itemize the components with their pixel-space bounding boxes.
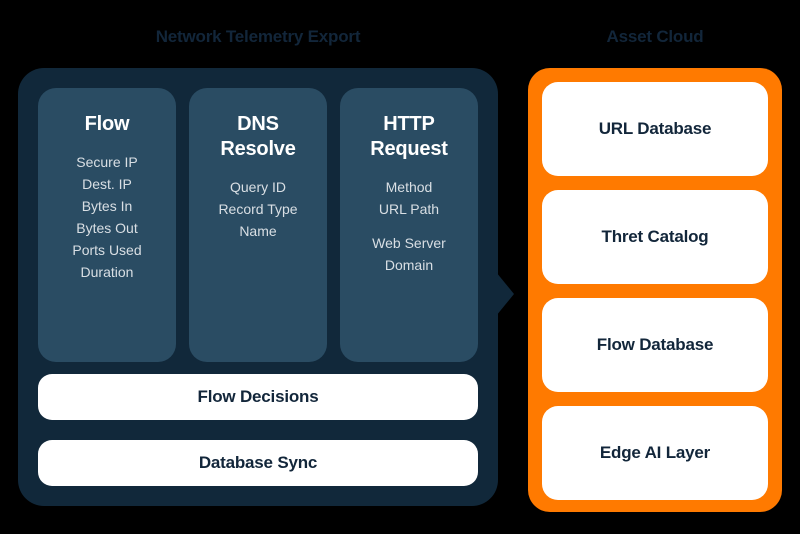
telemetry-card-http-request[interactable]: HTTP Request Method URL Path Web Server … (340, 88, 478, 362)
asset-cloud-card-edge-ai-layer[interactable]: Edge AI Layer (542, 406, 768, 500)
telemetry-cards-row: Flow Secure IP Dest. IP Bytes In Bytes O… (38, 88, 478, 362)
telemetry-card-title: DNS Resolve (220, 113, 296, 160)
asset-cloud-card-thret-catalog[interactable]: Thret Catalog (542, 190, 768, 284)
field-item: Record Type (218, 201, 298, 217)
right-section-title: Asset Cloud (606, 27, 704, 46)
field-item: Ports Used (72, 242, 142, 258)
telemetry-card-dns-resolve[interactable]: DNS Resolve Query ID Record Type Name (189, 88, 327, 362)
asset-cloud-card-label: Thret Catalog (601, 227, 709, 246)
flow-decisions-bar[interactable]: Flow Decisions (38, 374, 478, 420)
field-item: URL Path (378, 201, 440, 217)
asset-cloud-card-label: Flow Database (596, 335, 714, 354)
telemetry-field-list: Query ID Record Type Name (197, 176, 319, 242)
field-item: Name (239, 223, 277, 239)
field-item: Dest. IP (82, 176, 132, 192)
database-sync-label: Database Sync (198, 453, 318, 472)
field-item: Bytes In (81, 198, 133, 214)
telemetry-card-title: Flow (84, 113, 130, 135)
network-telemetry-export-panel: Flow Secure IP Dest. IP Bytes In Bytes O… (18, 68, 498, 506)
field-item: Method (385, 179, 433, 195)
field-item: Web Server Domain (372, 235, 446, 273)
left-section-title: Network Telemetry Export (155, 27, 361, 46)
flow-decisions-label: Flow Decisions (197, 387, 319, 406)
field-item: Secure IP (76, 154, 138, 170)
field-item: Duration (80, 264, 134, 280)
asset-cloud-card-label: Edge AI Layer (599, 443, 711, 462)
database-sync-bar[interactable]: Database Sync (38, 440, 478, 486)
asset-cloud-card-label: URL Database (598, 119, 712, 138)
asset-cloud-panel: URL Database Thret Catalog Flow Database… (528, 68, 782, 512)
field-item: Query ID (229, 179, 286, 195)
telemetry-card-title: HTTP Request (370, 113, 448, 160)
asset-cloud-card-url-database[interactable]: URL Database (542, 82, 768, 176)
telemetry-field-list: Secure IP Dest. IP Bytes In Bytes Out Po… (46, 151, 168, 283)
telemetry-field-list: Method URL Path Web Server Domain (348, 176, 470, 276)
telemetry-card-flow[interactable]: Flow Secure IP Dest. IP Bytes In Bytes O… (38, 88, 176, 362)
asset-cloud-card-flow-database[interactable]: Flow Database (542, 298, 768, 392)
field-item: Bytes Out (76, 220, 138, 236)
arrow-right-triangle-icon (496, 272, 514, 316)
